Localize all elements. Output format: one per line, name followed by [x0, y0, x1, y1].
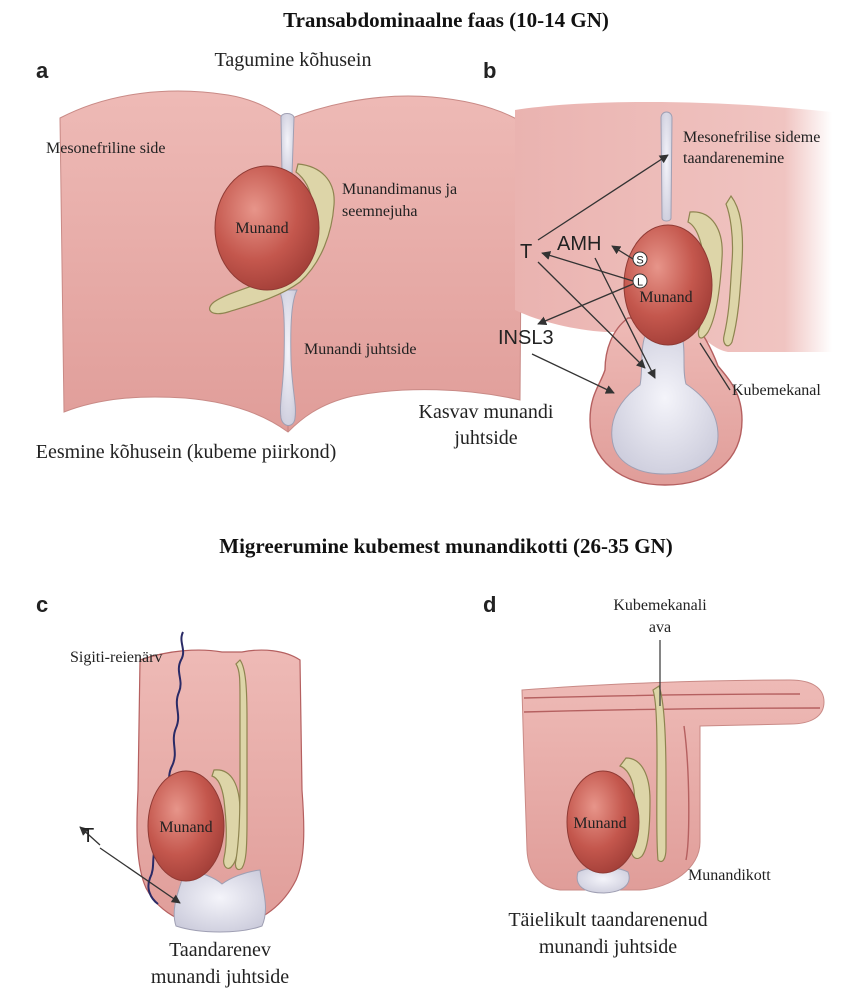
arrow-INSL3-to-gubernaculum — [532, 354, 614, 393]
label-S: S — [636, 255, 643, 267]
label-regressed-line1: Täielikult taandarenenud — [508, 909, 707, 931]
label-regression-line2: taandarenemine — [683, 150, 784, 167]
label-testis-d: Munand — [573, 815, 626, 832]
label-mesonephric-ligament: Mesonefriline side — [46, 140, 166, 157]
label-opening-line2: ava — [649, 619, 671, 636]
label-growing-line2: juhtside — [453, 427, 517, 449]
label-regressing-line1: Taandarenev — [169, 939, 271, 961]
label-T-c: T — [82, 825, 94, 847]
label-testis-b: Munand — [639, 289, 692, 306]
label-growing-line1: Kasvav munandi — [419, 401, 554, 423]
label-scrotum: Munandikott — [688, 867, 771, 884]
panel-letter-d: d — [483, 592, 496, 617]
panel-letter-b: b — [483, 58, 496, 83]
label-anterior-wall: Eesmine kõhusein (kubeme piirkond) — [36, 441, 337, 463]
label-AMH: AMH — [557, 233, 601, 255]
label-INSL3: INSL3 — [498, 327, 554, 349]
label-nerve: Sigiti-reienärv — [70, 649, 162, 666]
mesonephric-ligament-b — [661, 112, 672, 221]
label-inguinal-canal: Kubemekanal — [732, 382, 821, 399]
label-opening-line1: Kubemekanali — [613, 597, 707, 614]
label-gubernaculum: Munandi juhtside — [304, 341, 416, 358]
title-bottom: Migreerumine kubemest munandikotti (26-3… — [219, 534, 672, 558]
mesonephric-ligament-a — [281, 114, 294, 176]
panel-letter-a: a — [36, 58, 49, 83]
label-epididymis-line2: seemnejuha — [342, 203, 418, 220]
label-testis-c: Munand — [159, 819, 212, 836]
panel-d: d Kubemekanali ava Munand Munandikott Tä… — [483, 592, 824, 958]
label-regression-line1: Mesonefrilise sideme — [683, 129, 820, 146]
label-T-b: T — [520, 241, 532, 263]
label-L: L — [637, 277, 643, 289]
panel-letter-c: c — [36, 592, 48, 617]
label-regressed-line2: munandi juhtside — [539, 936, 677, 958]
label-posterior-wall: Tagumine kõhusein — [215, 49, 372, 71]
label-regressing-line2: munandi juhtside — [151, 966, 289, 988]
panel-c: c Sigiti-reienärv T Munand Taandarenev m… — [36, 592, 304, 988]
title-top: Transabdominaalne faas (10-14 GN) — [283, 8, 609, 32]
label-testis-a: Munand — [235, 220, 288, 237]
label-epididymis-line1: Munandimanus ja — [342, 181, 457, 198]
